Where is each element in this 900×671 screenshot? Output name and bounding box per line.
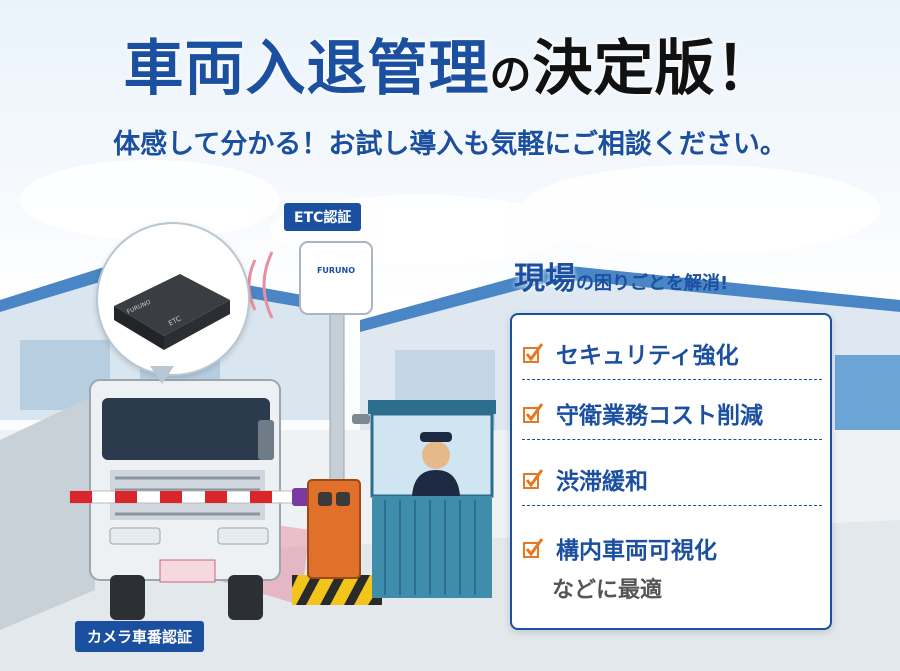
antenna-brand: FURUNO (316, 266, 356, 275)
benefits-panel: セキュリティ強化 守衛業務コスト削減 渋滞緩和 構内車両可視化 (510, 313, 832, 630)
etc-unit-device: FURUNO ETC (114, 274, 230, 350)
checkbox-check-icon (523, 343, 544, 363)
benefit-label: 守衛業務コスト削減 (556, 403, 763, 429)
headline-particle: の (489, 50, 533, 99)
benefit-label: 渋滞緩和 (556, 469, 648, 495)
checkbox-check-icon (523, 403, 544, 423)
benefit-label: セキュリティ強化 (556, 343, 739, 369)
guard-booth (352, 400, 496, 598)
truck-illustration (0, 379, 281, 630)
headline: 車両入退管理の決定版！ (0, 20, 900, 107)
benefit-item: 構内車両可視化 (522, 525, 822, 571)
etc-antenna (299, 241, 373, 315)
antenna-pole (329, 299, 345, 501)
camera-plate-auth-label: カメラ車番認証 (75, 621, 205, 652)
checkbox-check-icon (523, 538, 544, 558)
benefit-item: セキュリティ強化 (522, 327, 822, 380)
headline-emphasis: 決定版！ (532, 34, 777, 104)
subheadline: 体感して分かる！お試し導入も気軽にご相談ください。 (113, 129, 787, 160)
checkbox-check-icon (523, 469, 544, 489)
tagline-rest: の困りごとを解消! (576, 273, 729, 294)
etc-unit-bubble: FURUNO ETC (96, 222, 250, 376)
benefit-item: 守衛業務コスト削減 (522, 387, 822, 440)
etc-auth-label: ETC認証 (284, 203, 362, 231)
tagline-highlight: 現場 (514, 261, 576, 297)
benefit-item: 渋滞緩和 (522, 453, 822, 506)
headline-main: 車両入退管理 (123, 34, 490, 104)
problem-tagline: 現場の困りごとを解消! (514, 253, 728, 298)
benefit-label: 構内車両可視化 (556, 538, 717, 564)
benefits-note: などに最適 (552, 578, 663, 603)
gate-unit (292, 479, 382, 605)
barrier-arm (69, 488, 316, 506)
bubble-tail (150, 366, 174, 384)
